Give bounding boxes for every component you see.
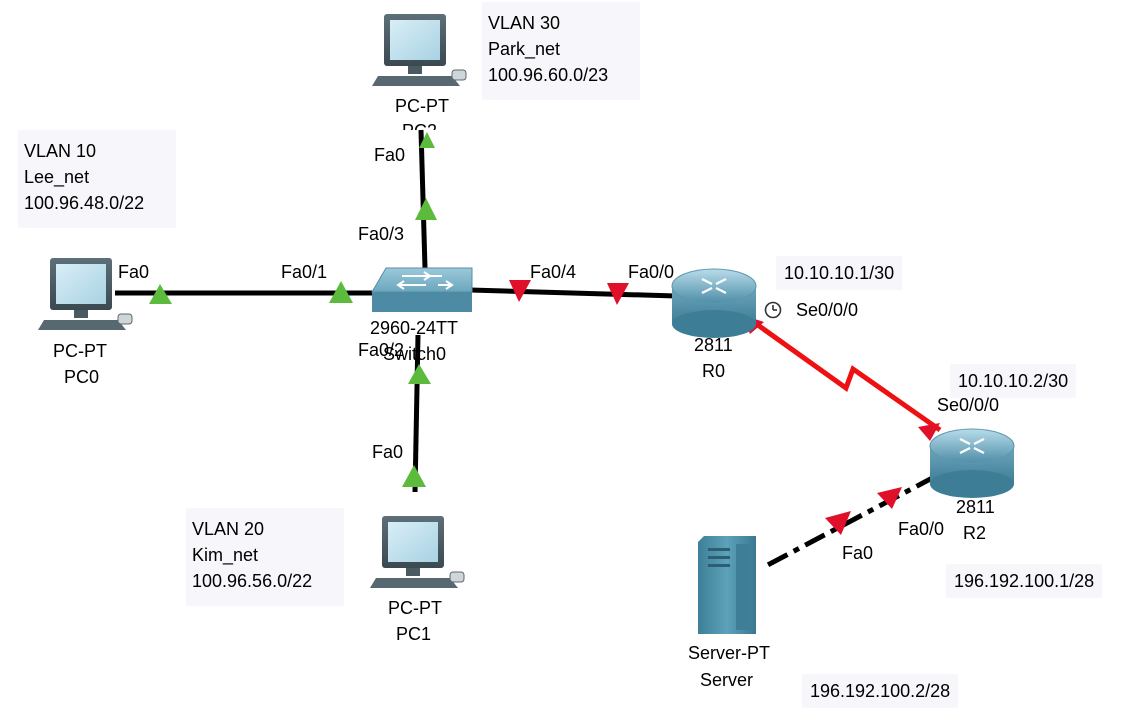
vlan-subnet: 100.96.60.0/23 <box>488 65 609 85</box>
vlan-name: Park_net <box>488 39 561 59</box>
pc-icon[interactable] <box>38 258 133 330</box>
port-label-r2-fa00: Fa0/0 <box>898 519 945 539</box>
vlan-id: VLAN 10 <box>24 141 97 161</box>
ip-label-server: 196.192.100.2/28 <box>802 674 959 708</box>
vlan-name: Kim_net <box>192 545 259 565</box>
port-label-pc1-fa0: Fa0 <box>372 442 404 462</box>
vlan10-note: VLAN 10 Lee_net 100.96.48.0/22 <box>18 130 176 228</box>
ip-label-r2-fa: 196.192.100.1/28 <box>946 564 1103 598</box>
link-up-marker-sw-fa03 <box>415 198 437 220</box>
device-model-pc1: PC-PT <box>388 598 442 618</box>
device-name-switch: Switch0 <box>383 344 447 364</box>
link-down-marker-r2-se <box>918 423 940 441</box>
device-model-pc2: PC-PT <box>395 96 449 116</box>
ip-label-r0-serial: 10.10.10.1/30 <box>776 256 903 290</box>
switch-icon[interactable] <box>371 267 473 312</box>
link-down-marker-sw-fa04 <box>509 280 531 302</box>
device-name-r2: R2 <box>963 523 987 543</box>
vlan-id: VLAN 20 <box>192 519 265 539</box>
serial-link-r0-r2[interactable] <box>753 320 942 433</box>
device-name-r0: R0 <box>702 361 726 381</box>
port-label-sw-fa04: Fa0/4 <box>530 262 577 282</box>
link-up-marker-sw-fa01 <box>329 281 353 303</box>
link-down-marker-r2-fa00 <box>877 487 902 509</box>
pc-icon[interactable] <box>370 516 465 588</box>
port-label-sw-fa03: Fa0/3 <box>358 224 405 244</box>
port-label-pc0-fa0: Fa0 <box>118 262 150 282</box>
device-name-server: Server <box>700 670 754 690</box>
port-label-r2-se000: Se0/0/0 <box>937 395 1000 415</box>
device-name-pc1: PC1 <box>396 624 432 644</box>
vlan20-note: VLAN 20 Kim_net 100.96.56.0/22 <box>186 508 344 606</box>
device-name-pc2: PC2 <box>402 121 437 130</box>
device-model-server: Server-PT <box>688 643 771 663</box>
device-model-pc0: PC-PT <box>53 341 107 361</box>
device-model-r0: 2811 <box>694 335 733 355</box>
vlan-subnet: 100.96.56.0/22 <box>192 571 313 591</box>
device-model-r2: 2811 <box>956 497 995 517</box>
pc-icon[interactable] <box>372 14 467 86</box>
port-label-pc2-fa0: Fa0 <box>374 145 406 165</box>
cable-r2-server[interactable] <box>760 473 938 571</box>
link-up-marker-pc1 <box>402 465 426 487</box>
vlan-name: Lee_net <box>24 167 90 187</box>
port-label-server-fa0: Fa0 <box>842 543 874 563</box>
link-up-marker-sw-fa02 <box>408 364 431 384</box>
cable-switch-r0[interactable] <box>469 287 677 299</box>
ip-label-r2-serial: 10.10.10.2/30 <box>950 364 1077 398</box>
link-markers <box>149 132 940 535</box>
router-icon[interactable] <box>929 428 1015 498</box>
port-label-r0-se000: Se0/0/0 <box>796 300 859 320</box>
cable-switch-pc1[interactable] <box>412 334 421 493</box>
link-up-marker-pc0 <box>149 284 172 304</box>
cables <box>115 129 942 571</box>
vlan30-note: VLAN 30 Park_net 100.96.60.0/23 <box>482 2 640 100</box>
clock-icon <box>764 301 782 319</box>
cable-pc2-switch[interactable] <box>418 129 428 269</box>
port-label-sw-fa01: Fa0/1 <box>281 262 328 282</box>
device-name-pc0: PC0 <box>64 367 100 387</box>
router-icon[interactable] <box>671 268 757 338</box>
port-label-r0-fa00: Fa0/0 <box>628 262 675 282</box>
port-label-sw-fa02: Fa0/2 <box>358 340 405 360</box>
server-icon[interactable] <box>698 536 756 634</box>
link-down-marker-server <box>825 511 851 535</box>
vlan-id: VLAN 30 <box>488 13 561 33</box>
device-model-switch: 2960-24TT <box>370 318 459 338</box>
link-down-marker-r0-fa00 <box>607 283 629 305</box>
vlan-subnet: 100.96.48.0/22 <box>24 193 145 213</box>
link-up-marker-pc2 <box>419 132 435 148</box>
